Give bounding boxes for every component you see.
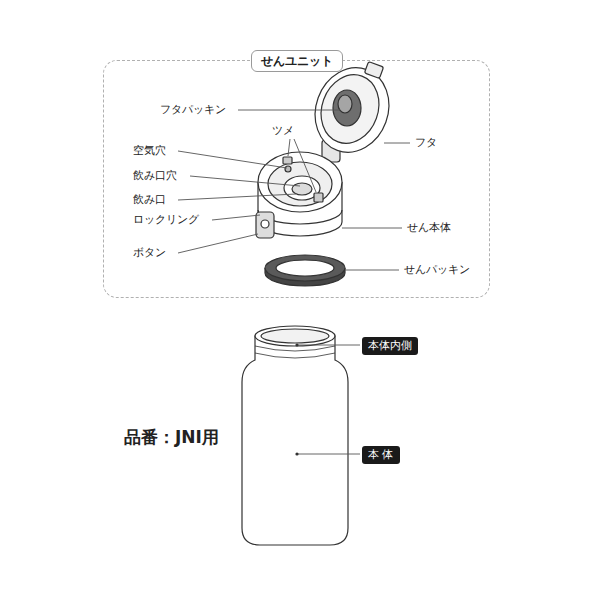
leader-lines — [178, 110, 410, 454]
part-label: 空気穴 — [133, 144, 166, 158]
leader-line — [178, 194, 296, 200]
leader-line — [288, 139, 290, 156]
part-name: 本 体 — [368, 448, 394, 461]
part-label: ツメ — [272, 124, 294, 138]
button — [256, 212, 274, 238]
gasket — [265, 255, 345, 281]
threads — [255, 346, 335, 358]
leader-line — [178, 234, 258, 253]
gasket-hole — [276, 260, 334, 276]
cap-body-top — [258, 152, 342, 212]
part-tag: 本 体 — [362, 446, 400, 464]
leader-line — [238, 110, 340, 111]
part-label: フタパッキン — [160, 103, 226, 117]
leader-line — [297, 454, 360, 455]
bottle-inner — [261, 329, 329, 343]
lid-gasket — [333, 90, 361, 126]
bottle-mouth — [255, 326, 335, 346]
lid-gasket-center — [338, 95, 352, 113]
part-tag: 本体内側 — [362, 337, 418, 355]
leader-line — [345, 270, 399, 271]
leader-line — [178, 151, 287, 168]
lid-tab — [364, 62, 383, 79]
part-name: 本体内側 — [368, 339, 412, 352]
part-label: ボタン — [133, 246, 166, 260]
part-label: 飲み口穴 — [133, 169, 177, 183]
region-title: せんユニット — [251, 50, 343, 72]
leader-line — [297, 345, 360, 346]
model-number: 品番：JNI用 — [124, 427, 219, 447]
leader-line — [190, 176, 300, 186]
spout-hole — [292, 183, 312, 195]
claw — [283, 157, 292, 164]
lid-inner — [312, 67, 389, 152]
leader-dot — [295, 452, 298, 455]
part-label: 飲み口 — [133, 193, 166, 207]
part-label: ロックリング — [133, 213, 199, 227]
part-label: フタ — [415, 136, 437, 150]
air-hole — [285, 166, 291, 172]
leader-line — [342, 228, 402, 229]
part-label: せん本体 — [407, 221, 451, 235]
leader-dots — [295, 343, 298, 455]
leader-line — [212, 215, 260, 220]
leader-dot — [295, 343, 298, 346]
bottle-body — [242, 336, 348, 545]
leader-line — [384, 143, 410, 144]
leader-line — [294, 139, 316, 192]
claw — [314, 193, 323, 202]
button-center — [261, 220, 269, 228]
part-label: せんパッキン — [404, 263, 470, 277]
